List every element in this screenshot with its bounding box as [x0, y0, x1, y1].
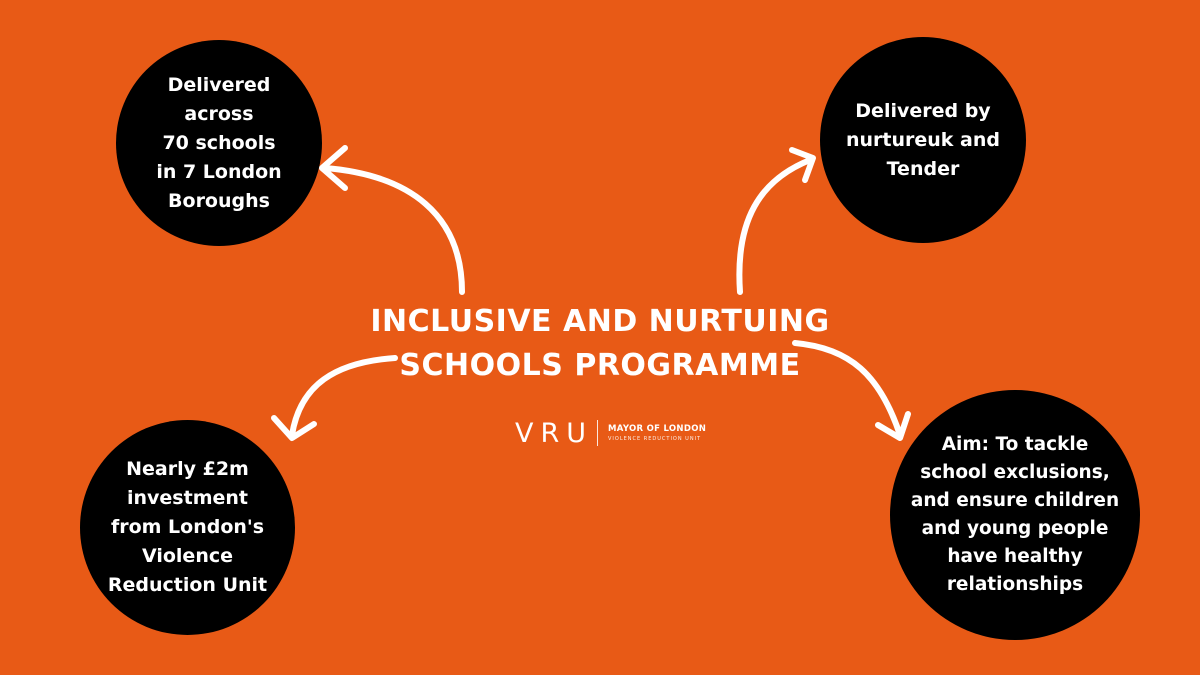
node-top-left: Delivered across 70 schools in 7 London … — [116, 40, 322, 246]
mayor-of-london-text: MAYOR OF LONDON — [608, 424, 707, 434]
node-bottom-left: Nearly £2m investment from London's Viol… — [80, 420, 295, 635]
node-top-right: Delivered by nurtureuk and Tender — [820, 37, 1026, 243]
programme-title-line-1: INCLUSIVE AND NURTUING — [370, 304, 830, 339]
arrow-to-bottom-left — [271, 355, 398, 441]
node-top-right-text: Delivered by nurtureuk and Tender — [845, 99, 1000, 180]
mayor-logo: MAYOR OF LONDON VIOLENCE REDUCTION UNIT — [608, 424, 706, 442]
arrow-to-bottom-right — [792, 340, 911, 441]
arrow-to-top-right — [736, 147, 816, 295]
node-top-left-text: Delivered across 70 schools in 7 London … — [156, 73, 282, 212]
arrow-to-top-left — [319, 145, 465, 295]
logo-divider — [597, 420, 598, 446]
node-bottom-right: Aim: To tackle school exclusions, and en… — [890, 390, 1140, 640]
node-bottom-left-text: Nearly £2m investment from London's Viol… — [107, 458, 268, 596]
vru-logo-text: VRU — [515, 417, 593, 449]
programme-title: INCLUSIVE AND NURTUING SCHOOLS PROGRAMME — [330, 300, 870, 388]
vru-logo: VRU MAYOR OF LONDON VIOLENCE REDUCTION U… — [515, 417, 706, 449]
violence-reduction-unit-text: VIOLENCE REDUCTION UNIT — [608, 436, 702, 442]
programme-title-line-2: SCHOOLS PROGRAMME — [399, 348, 801, 383]
node-bottom-right-text: Aim: To tackle school exclusions, and en… — [910, 434, 1120, 595]
